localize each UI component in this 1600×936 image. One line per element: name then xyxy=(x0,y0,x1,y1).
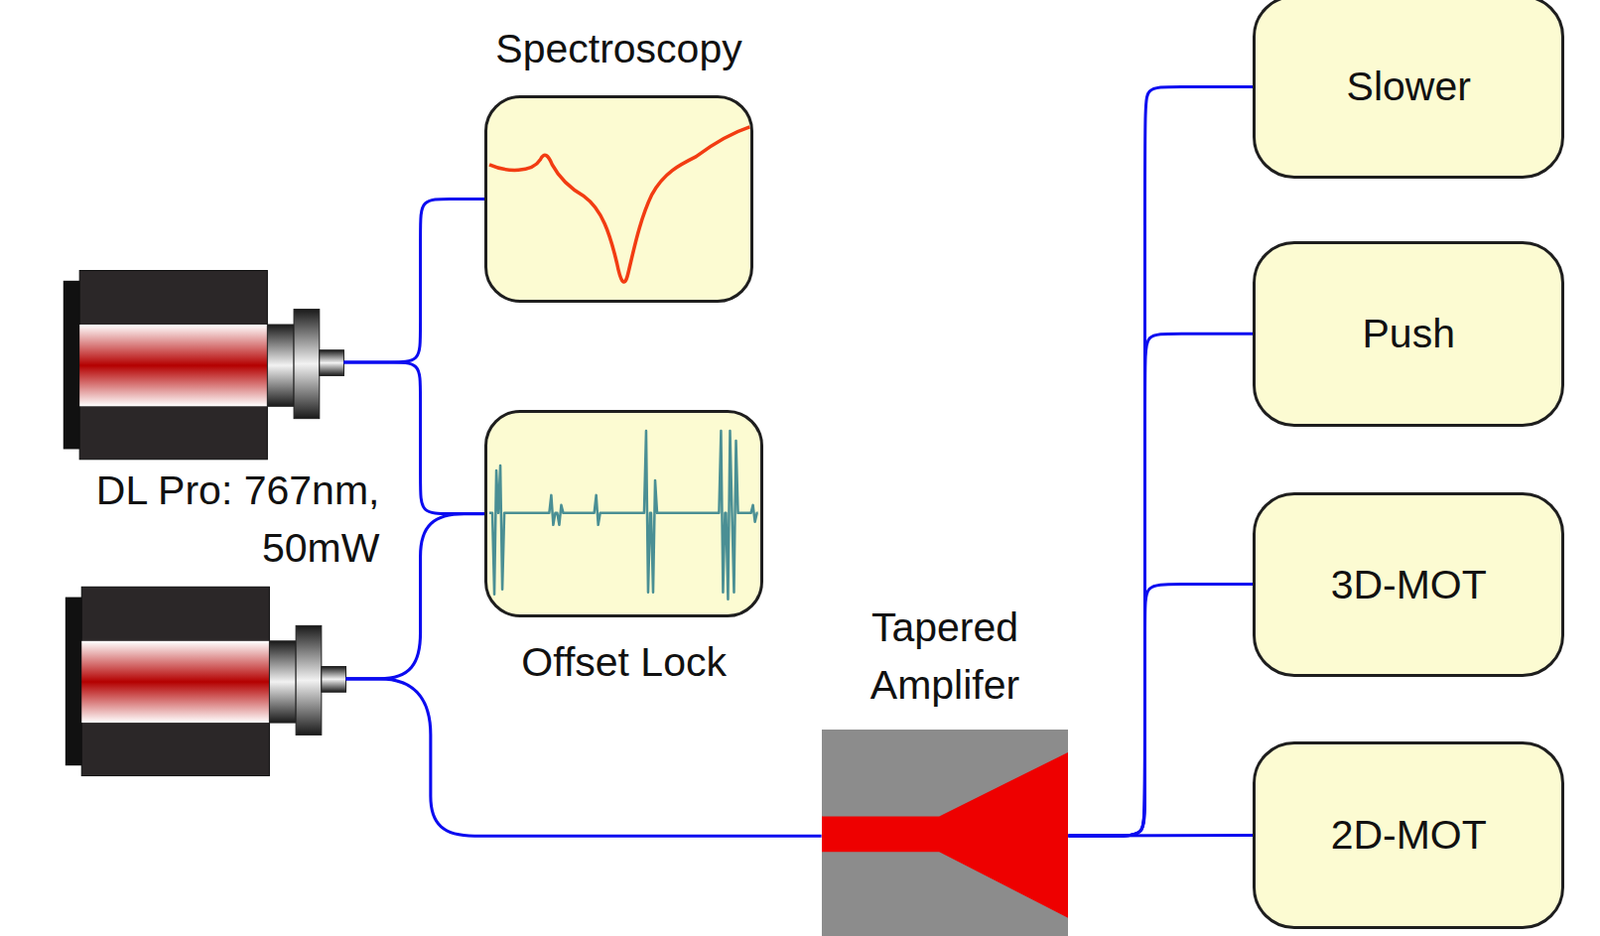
fiber-connector xyxy=(1067,833,1253,838)
fiber-connector xyxy=(1067,333,1253,836)
fiber-wire xyxy=(346,678,822,836)
amplifier-chip xyxy=(821,729,1069,936)
box-label: 2D-MOT xyxy=(1255,744,1562,926)
tapered-gain-region xyxy=(821,752,1069,920)
heading-label: Tapered Amplifer xyxy=(835,598,1055,714)
process-box: Spectroscopy xyxy=(484,95,753,304)
absorption-curve xyxy=(489,127,750,282)
fiber-connector xyxy=(1067,86,1253,836)
laser-head: DL Pro: 767nm, 50mW xyxy=(63,269,345,459)
beat-signal-trace xyxy=(487,412,761,615)
process-box: Offset Lock xyxy=(484,409,764,618)
heading-label: DL Pro: 767nm, 50mW xyxy=(21,461,380,577)
heading-label: Spectroscopy xyxy=(495,19,742,78)
beat-signal xyxy=(489,430,759,600)
spectroscopy-trace xyxy=(487,98,750,301)
process-box: Slower xyxy=(1252,0,1565,179)
laser-head xyxy=(63,270,345,460)
box-label: 3D-MOT xyxy=(1255,495,1562,674)
box-label: Slower xyxy=(1255,0,1562,176)
process-box: 2D-MOT xyxy=(1252,741,1565,929)
process-box: 3D-MOT xyxy=(1252,492,1565,677)
heading-label: Offset Lock xyxy=(521,633,727,691)
amplifier-box: Tapered Amplifer xyxy=(821,729,1069,936)
laser-head xyxy=(65,586,347,776)
fiber-connector xyxy=(343,198,485,362)
process-box: Push xyxy=(1252,241,1565,427)
box-label: Push xyxy=(1255,244,1562,424)
fiber-connector xyxy=(1067,584,1253,836)
